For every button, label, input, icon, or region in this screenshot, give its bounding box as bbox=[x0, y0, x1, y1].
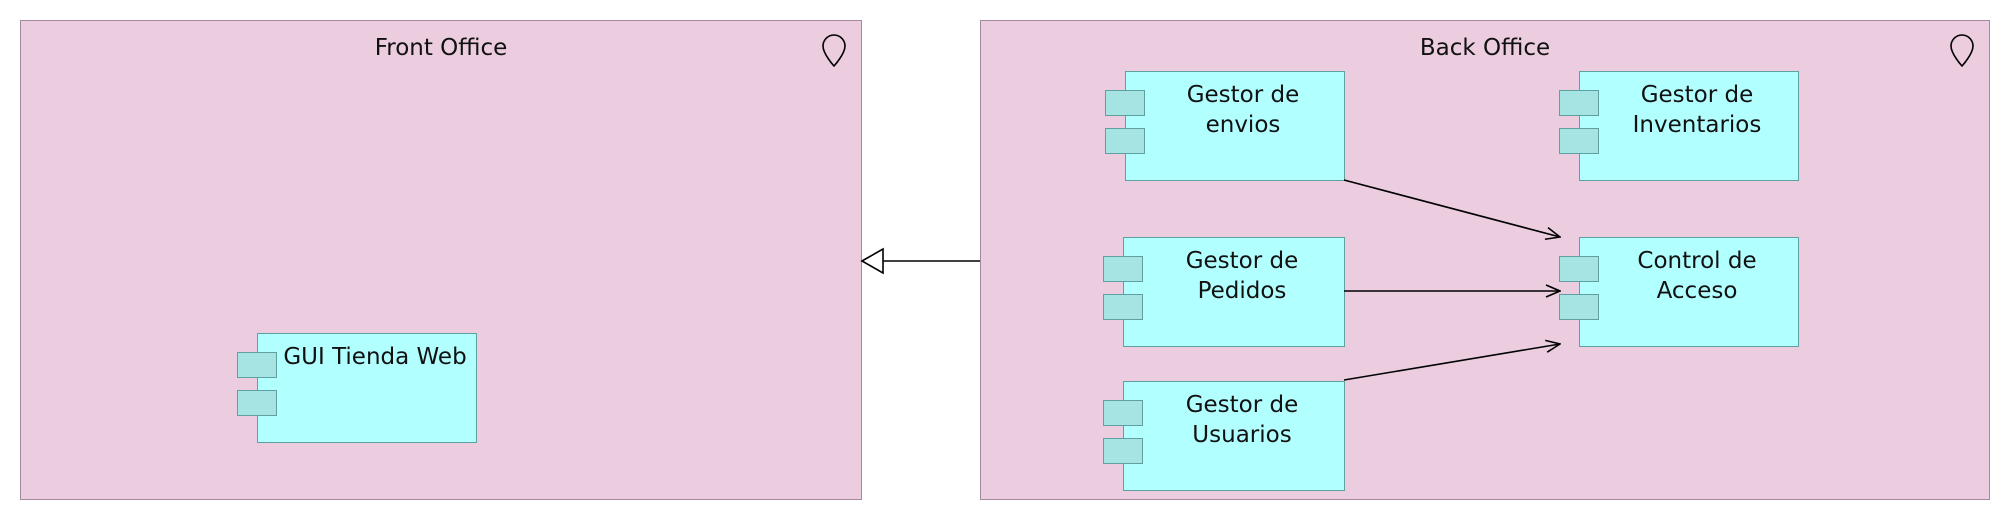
component-label: Gestor de envios bbox=[1186, 82, 1300, 138]
component-port-icon bbox=[1559, 128, 1599, 154]
component-label: Gestor de Pedidos bbox=[1185, 248, 1299, 304]
component-port-icon bbox=[1559, 294, 1599, 320]
component-gestor-inventarios[interactable]: Gestor de Inventarios bbox=[1559, 71, 1799, 181]
component-label: Control de Acceso bbox=[1637, 248, 1757, 304]
component-port-icon bbox=[237, 352, 277, 378]
component-label: GUI Tienda Web bbox=[283, 344, 467, 370]
component-port-icon bbox=[1559, 90, 1599, 116]
component-port-icon bbox=[237, 390, 277, 416]
component-label: Gestor de Usuarios bbox=[1185, 392, 1299, 448]
component-port-icon bbox=[1559, 256, 1599, 282]
location-pin-icon bbox=[1950, 34, 1974, 68]
hollow-triangle-arrowhead-icon bbox=[860, 247, 884, 275]
location-title: Back Office bbox=[1419, 35, 1551, 61]
component-gestor-envios[interactable]: Gestor de envios bbox=[1105, 71, 1345, 181]
component-port-icon bbox=[1105, 128, 1145, 154]
component-port-icon bbox=[1103, 256, 1143, 282]
realization-edge[interactable] bbox=[860, 247, 980, 275]
location-front-office[interactable]: Front Office GUI Tienda Web bbox=[20, 20, 862, 500]
component-label: Gestor de Inventarios bbox=[1632, 82, 1762, 138]
component-port-icon bbox=[1103, 294, 1143, 320]
component-port-icon bbox=[1103, 438, 1143, 464]
component-gestor-pedidos[interactable]: Gestor de Pedidos bbox=[1103, 237, 1345, 347]
component-gestor-usuarios[interactable]: Gestor de Usuarios bbox=[1103, 381, 1345, 491]
component-port-icon bbox=[1103, 400, 1143, 426]
location-pin-icon bbox=[822, 34, 846, 68]
component-control-acceso[interactable]: Control de Acceso bbox=[1559, 237, 1799, 347]
component-port-icon bbox=[1105, 90, 1145, 116]
location-title: Front Office bbox=[374, 35, 508, 61]
component-gui-tienda-web[interactable]: GUI Tienda Web bbox=[237, 333, 477, 443]
location-back-office[interactable]: Back Office Gestor de envios Gestor de I… bbox=[980, 20, 1990, 500]
